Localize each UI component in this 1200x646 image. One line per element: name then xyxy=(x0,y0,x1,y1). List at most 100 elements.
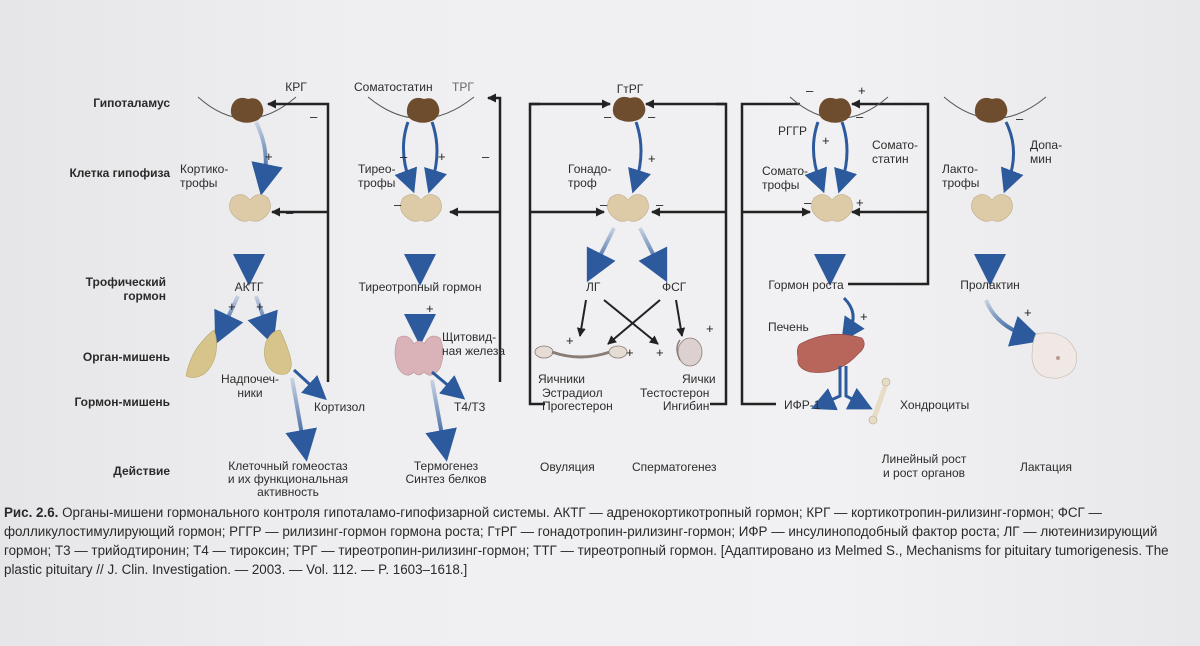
col1-action-label: Клеточный гомеостаз и их функциональная … xyxy=(227,459,349,499)
col2-action-label: Термогенез Синтез белков xyxy=(405,459,487,486)
minus-sign: – xyxy=(1016,111,1024,126)
minus-sign: – xyxy=(648,109,656,124)
cortisol-arrow xyxy=(292,368,327,401)
action-arrow xyxy=(425,379,457,462)
plus-sign: + xyxy=(860,309,868,324)
hypothalamus-icon xyxy=(230,97,264,123)
lh-ovary-arrow xyxy=(576,299,587,337)
ovary-label: Яичники xyxy=(538,372,585,386)
action-arrow xyxy=(285,377,317,462)
bone-icon xyxy=(871,381,889,421)
plus-sign: + xyxy=(256,299,264,314)
lactotrophs-label: Лакто- трофы xyxy=(942,162,980,190)
row-label-target-organ: Орган-мишень xyxy=(82,350,170,364)
crh-label: КРГ xyxy=(285,80,307,94)
gh-label: Гормон роста xyxy=(768,278,844,292)
fsh-cross-arrow xyxy=(607,299,661,345)
plus-sign: + xyxy=(1024,305,1032,320)
adrenal-left-icon xyxy=(185,329,217,378)
pituitary-gland-icon xyxy=(607,194,649,222)
hypothalamus-icon xyxy=(406,97,440,123)
spermatogenesis-label: Сперматогенез xyxy=(632,460,717,474)
hypothalamus-icon xyxy=(818,97,852,123)
row-label-hypothalamus: Гипоталамус xyxy=(93,96,170,110)
gonad-bracket xyxy=(528,102,545,406)
column-gonadotrophs xyxy=(528,96,728,406)
pituitary-gland-icon xyxy=(400,194,442,222)
minus-sign: – xyxy=(656,197,664,212)
dopamine-label: Допа- мин xyxy=(1030,138,1063,166)
minus-sign: – xyxy=(286,205,294,220)
lh-cross-arrow xyxy=(603,299,659,345)
igf1-arrow-left xyxy=(811,366,842,411)
gnrh-arrow xyxy=(628,121,652,194)
somatostatin-arrow xyxy=(834,121,858,194)
minus-sign: – xyxy=(400,149,408,164)
cortisol-label: Кортизол xyxy=(314,400,366,414)
gonadotroph-label: Гонадо- троф xyxy=(568,162,612,190)
gnrh-label: ГтРГ xyxy=(616,82,644,96)
column-somatotrophs xyxy=(740,96,930,425)
lactation-label: Лактация xyxy=(1019,460,1073,474)
hormone-diagram xyxy=(185,93,1077,462)
somatotrophs-label: Сомато- трофы xyxy=(762,164,809,192)
somatostatin-label: Сомато- статин xyxy=(872,138,919,166)
plus-sign: + xyxy=(426,301,434,316)
row-label-pituitary-cell: Клетка гипофиза xyxy=(69,166,170,180)
gh-feedback-line xyxy=(848,99,930,286)
adrenal-label: Надпочеч- ники xyxy=(220,372,280,400)
prolactin-breast-arrow xyxy=(984,299,1044,347)
breast-icon xyxy=(1031,332,1077,379)
minus-sign: – xyxy=(604,109,612,124)
plus-sign: + xyxy=(626,345,634,360)
figure-caption: Рис. 2.6. Органы-мишени гормонального ко… xyxy=(4,503,1194,579)
plus-sign: + xyxy=(856,195,864,210)
plus-sign: + xyxy=(706,321,714,336)
tsh-label: Тиреотропный гормон xyxy=(358,280,482,294)
testis-hormones-label: Тестостерон Ингибин xyxy=(640,386,710,413)
somatostatin-label: Соматостатин xyxy=(354,80,433,94)
trh-arrow xyxy=(424,121,448,194)
acth-label: АКТГ xyxy=(234,280,264,294)
fsh-arrow xyxy=(638,227,668,283)
pituitary-gland-icon xyxy=(971,194,1013,222)
gonad-bracket-right xyxy=(710,102,728,406)
pituitary-gland-icon xyxy=(811,194,853,222)
bone-icon-end xyxy=(881,377,891,387)
crh-arrow xyxy=(251,121,283,196)
acth-right-arrow xyxy=(247,295,278,346)
corticotrophs-label: Кортико- трофы xyxy=(180,162,229,190)
plus-sign: + xyxy=(648,151,656,166)
column-thyrotrophs xyxy=(367,93,502,462)
testis-icon xyxy=(676,337,703,367)
plus-sign: + xyxy=(228,299,236,314)
t4t3-arrow xyxy=(431,370,466,400)
feedback-box xyxy=(740,102,800,406)
row-label-trophic-hormone: Трофический гормон xyxy=(85,275,166,303)
ovulation-label: Овуляция xyxy=(540,460,595,474)
pituitary-gland-icon xyxy=(229,194,271,222)
plus-sign: + xyxy=(656,345,664,360)
hypothalamus-icon xyxy=(612,96,646,122)
igf1-label: ИФР-1 xyxy=(784,398,821,412)
chondrocytes-label: Хондроциты xyxy=(900,398,970,412)
plus-sign: + xyxy=(822,133,830,148)
igf1-arrow-right xyxy=(844,366,873,410)
breast-nipple-icon xyxy=(1056,356,1060,360)
t4t3-label: T4/T3 xyxy=(454,400,486,414)
ghrh-label: РГГР xyxy=(778,124,808,138)
hypothalamus-icon xyxy=(974,97,1008,123)
plus-sign: + xyxy=(858,83,866,98)
adrenal-right-icon xyxy=(264,329,292,375)
row-label-action: Действие xyxy=(113,464,170,478)
ghrh-arrow xyxy=(804,121,828,194)
column-corticotrophs xyxy=(185,96,330,462)
minus-sign: – xyxy=(806,83,814,98)
plus-sign: + xyxy=(566,333,574,348)
lh-arrow xyxy=(586,227,616,283)
lh-label: ЛГ xyxy=(586,280,601,294)
trh-label: ТРГ xyxy=(452,80,474,94)
t4t3-feedback-line xyxy=(487,93,502,382)
col4-action-label: Линейный рост и рост органов xyxy=(881,452,967,480)
liver-label: Печень xyxy=(768,320,809,334)
